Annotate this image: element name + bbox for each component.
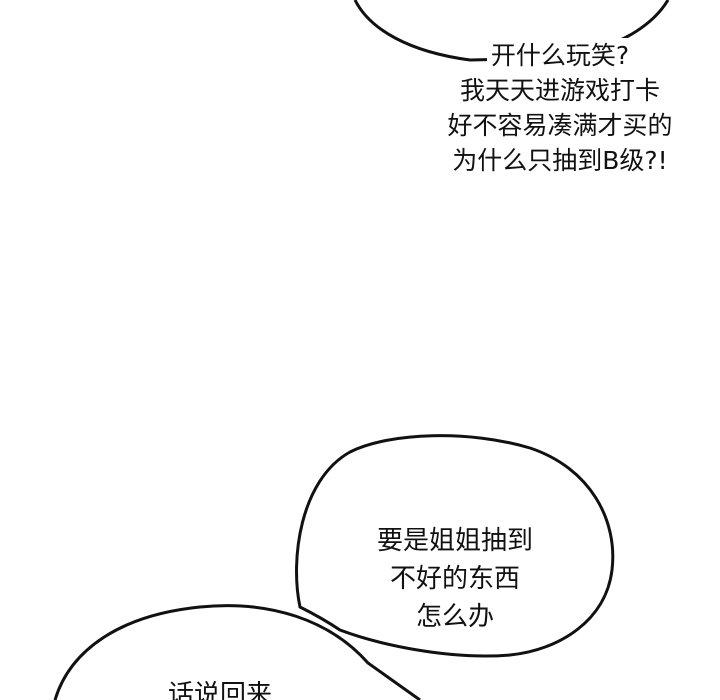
dialogue-line: 开什么玩笑? — [486, 38, 634, 73]
speech-bubble-bottom-text: 话说回来 — [120, 676, 320, 700]
dialogue-line: 怎么办 — [415, 602, 494, 632]
dialogue-line: 好不容易凑满才买的 — [447, 111, 673, 140]
speech-bubble-top-text: 开什么玩笑? 我天天进游戏打卡 好不容易凑满才买的 为什么只抽到B级?! — [420, 38, 700, 178]
speech-bubble-bottom-outline — [53, 604, 421, 700]
dialogue-line: 不好的东西 — [389, 564, 520, 594]
dialogue-line: 为什么只抽到B级?! — [452, 146, 668, 175]
speech-bubble-middle-outline — [295, 434, 615, 658]
dialogue-line: 话说回来 — [167, 680, 272, 700]
speech-bubble-middle-text: 要是姐姐抽到 不好的东西 怎么办 — [340, 522, 570, 636]
dialogue-line: 我天天进游戏打卡 — [459, 76, 660, 105]
dialogue-line: 要是姐姐抽到 — [376, 526, 533, 556]
